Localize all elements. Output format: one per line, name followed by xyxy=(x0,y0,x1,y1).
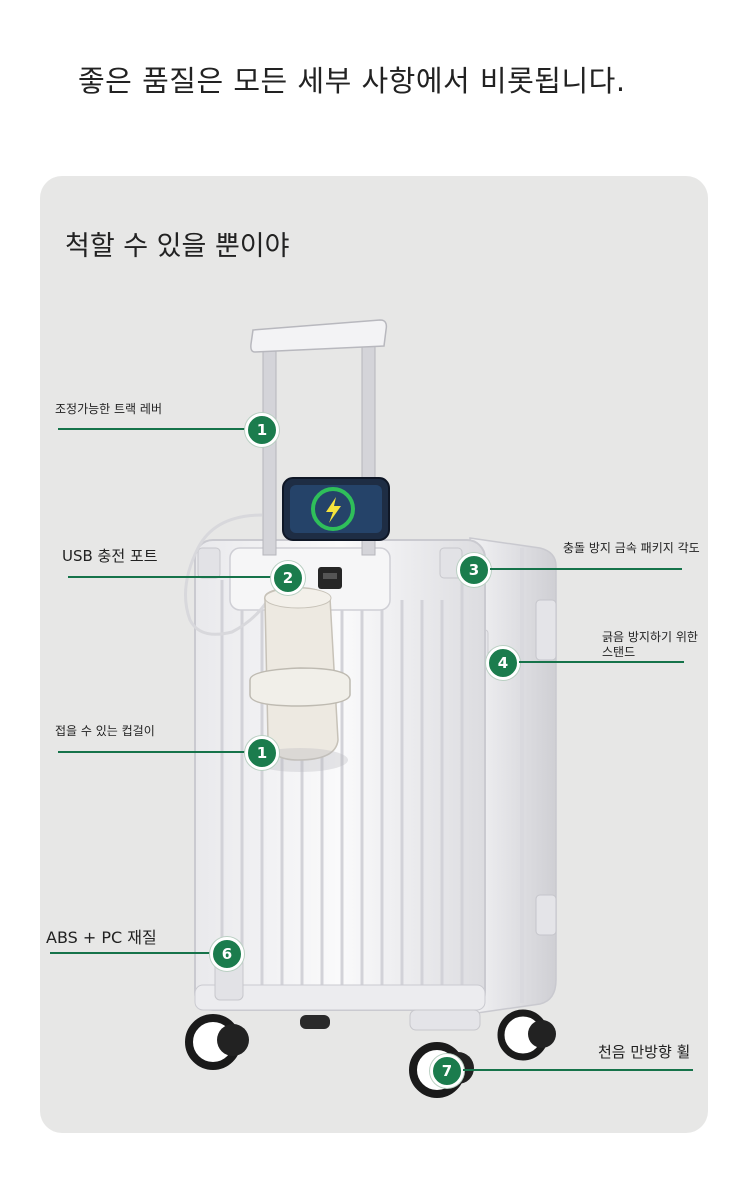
leader-line-handle xyxy=(58,428,248,430)
feature-label-material: ABS + PC 재질 xyxy=(46,928,157,947)
leader-line-stand xyxy=(519,661,684,663)
feature-label-wheels: 천음 만방향 휠 xyxy=(598,1043,691,1061)
feature-label-stand: 긁음 방지하기 위한 xyxy=(602,630,698,644)
page-headline: 좋은 품질은 모든 세부 사항에서 비롯됩니다. xyxy=(78,64,626,98)
badge-usb: 2 xyxy=(271,561,305,595)
spinner-wheels xyxy=(185,1009,556,1098)
feature-label-cup-holder: 접을 수 있는 컵걸이 xyxy=(55,724,155,738)
badge-cup-holder: 1 xyxy=(245,736,279,770)
leader-line-corner xyxy=(490,568,682,570)
badge-corner: 3 xyxy=(457,553,491,587)
phone-on-charger xyxy=(282,477,390,541)
panel-title: 척할 수 있을 뿐이야 xyxy=(65,231,290,262)
feature-label-corner: 충돌 방지 금속 패키지 각도 xyxy=(563,541,700,555)
leader-line-material xyxy=(50,952,212,954)
wireless-charging-icon xyxy=(311,487,355,531)
badge-handle: 1 xyxy=(245,413,279,447)
feature-label-stand-line2: 스탠드 xyxy=(602,645,636,659)
badge-wheels: 7 xyxy=(430,1054,464,1088)
feature-label-usb: USB 충전 포트 xyxy=(62,547,158,565)
leader-line-usb xyxy=(68,576,273,578)
usb-port xyxy=(184,513,342,636)
cup-holder xyxy=(249,586,351,772)
badge-material: 6 xyxy=(210,937,244,971)
badge-stand: 4 xyxy=(486,646,520,680)
feature-label-handle: 조정가능한 트랙 레버 xyxy=(55,402,162,416)
leader-line-cup-holder xyxy=(58,751,248,753)
leader-line-wheels xyxy=(463,1069,693,1071)
